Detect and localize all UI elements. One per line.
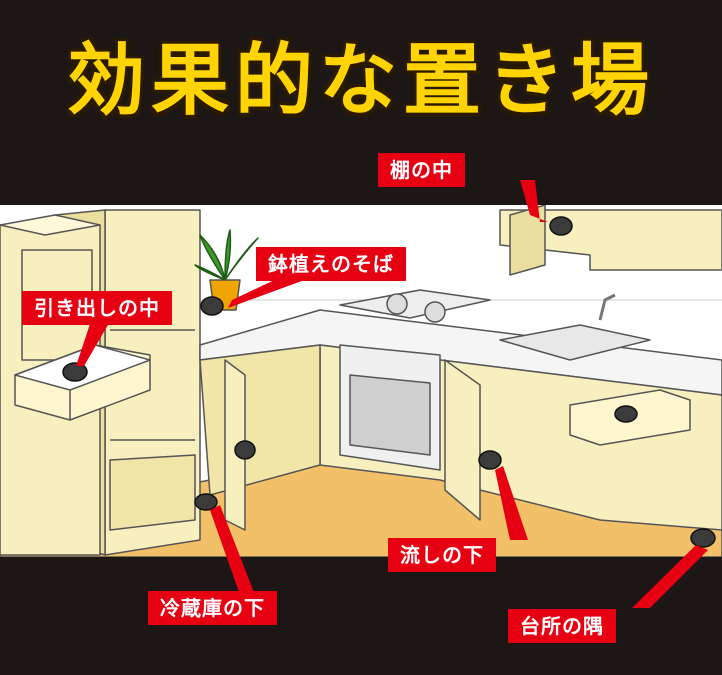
label-plant: 鉢植えのそば xyxy=(256,247,406,281)
stove xyxy=(339,289,491,319)
headline: 効果的な置き場 xyxy=(66,36,655,126)
trap-fridge xyxy=(194,493,218,511)
trap-sink xyxy=(478,450,502,470)
label-fridge: 冷蔵庫の下 xyxy=(148,591,277,625)
label-drawer: 引き出しの中 xyxy=(22,291,172,325)
label-shelf: 棚の中 xyxy=(378,153,465,187)
trap-plant xyxy=(200,296,224,316)
open-door-sink xyxy=(444,359,481,521)
title-band: 効果的な置き場 xyxy=(0,0,722,205)
sink xyxy=(499,324,651,361)
label-sink: 流しの下 xyxy=(388,538,496,572)
trap-shelf xyxy=(549,216,573,236)
label-corner: 台所の隅 xyxy=(508,609,616,643)
trap-right-drawer xyxy=(614,405,638,423)
trap-oven-side xyxy=(234,440,256,460)
trap-drawer xyxy=(62,362,88,382)
trap-corner xyxy=(690,528,716,548)
